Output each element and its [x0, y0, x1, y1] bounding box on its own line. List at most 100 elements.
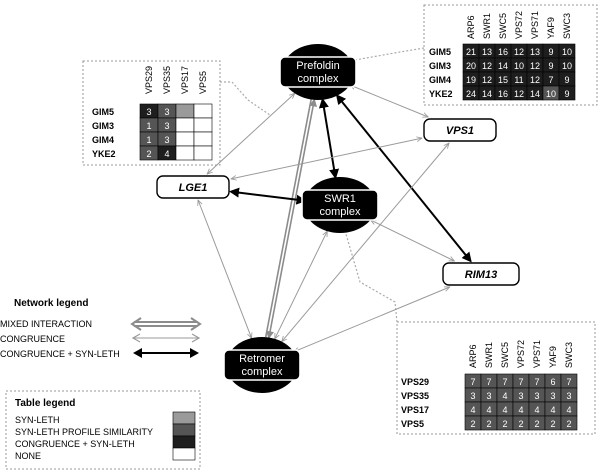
table-top-right-cell-value: 9 [548, 61, 553, 71]
node-vps1[interactable]: VPS1 [423, 118, 497, 142]
table-top-right-cell-value: 20 [466, 61, 476, 71]
table-top-left-col-header: VPS5 [198, 71, 208, 94]
edge-lge1-retromer [198, 200, 252, 338]
edge-vps1-retromer [282, 143, 449, 342]
table-bottom-right-cell-value: 4 [486, 405, 491, 415]
legend-line-congruence-synleth [133, 348, 199, 358]
table-bottom-right-cell-value: 4 [566, 405, 571, 415]
table-legend-swatch-congruence_synleth [172, 435, 196, 449]
table-top-right-col-header: SWC3 [562, 13, 572, 39]
node-lge1[interactable]: LGE1 [156, 175, 230, 199]
table-bottom-right-cell-value: 2 [566, 419, 571, 429]
table-legend-swatch-none [172, 447, 196, 461]
table-bottom-right-row-label: VPS17 [401, 405, 429, 415]
table-bottom-right-cell-value: 2 [486, 419, 491, 429]
node-retromer-label-1: complex [242, 366, 283, 378]
table-top-left-cell-value: 3 [164, 121, 169, 131]
table-bottom-right-cell-value: 3 [518, 391, 523, 401]
table-top-right-cell-value: 10 [546, 89, 556, 99]
node-rim13[interactable]: RIM13 [442, 262, 520, 286]
table-top-right-cell-value: 14 [498, 61, 508, 71]
table-bottom-right-col-header: YAF9 [548, 346, 558, 368]
connector-1 [354, 47, 425, 61]
table-top-right-col-header: SWC5 [498, 13, 508, 39]
table-top-left-cell [175, 117, 195, 133]
table-bottom-right-cell-value: 2 [502, 419, 507, 429]
table-bottom-right-cell-value: 2 [550, 419, 555, 429]
table-top-left-row-label: YKE2 [92, 149, 116, 159]
table-top-left-cell [193, 117, 213, 133]
edge-rim13-retromer [294, 287, 450, 352]
table-bottom-right-cell-value: 3 [486, 391, 491, 401]
table-top-left-row-label: GIM3 [92, 121, 114, 131]
table-top-right-cell-value: 16 [498, 47, 508, 57]
table-bottom-right-col-header: SWC5 [500, 342, 510, 368]
table-top-right-cell-value: 10 [562, 47, 572, 57]
node-retromer-label-0: Retromer [239, 353, 285, 365]
legend-line-congruence [131, 333, 201, 343]
table-top-left-cell-value: 1 [146, 121, 151, 131]
table-top-right-cell-value: 24 [466, 89, 476, 99]
table-top-right-col-header: SWR1 [482, 13, 492, 39]
legend-item-congruence: CONGRUENCE [0, 334, 65, 344]
table-top-right-cell-value: 9 [564, 89, 569, 99]
table-top-right-row-label: GIM3 [429, 61, 451, 71]
table-top-right-cell-value: 12 [530, 61, 540, 71]
table-top-left-row-label: GIM4 [92, 135, 114, 145]
node-swr1-label-1: complex [320, 206, 361, 218]
node-lge1-label: LGE1 [179, 182, 208, 194]
table-bottom-right-col-header: SWC3 [564, 342, 574, 368]
table-bottom-right-cell-value: 4 [518, 405, 523, 415]
table-top-right-cell-value: 13 [530, 47, 540, 57]
table-top-left-cell-value: 4 [164, 149, 169, 159]
table-top-right-row-label: GIM4 [429, 75, 451, 85]
edge-prefoldin-swr1 [318, 97, 340, 180]
table-top-right-cell-value: 12 [482, 75, 492, 85]
table-top-left-cell-value: 3 [146, 107, 151, 117]
table-top-left-col-header: VPS35 [162, 66, 172, 94]
table-legend: Table legend SYN-LETH SYN-LETH PROFILE S… [5, 390, 201, 470]
table-top-right-cell-value: 21 [466, 47, 476, 57]
table-legend-title: Table legend [15, 398, 75, 409]
table-top-left-col-header: VPS17 [180, 66, 190, 94]
table-bottom-right-cell-value: 7 [470, 377, 475, 387]
table-legend-swatch-synleth [172, 411, 196, 425]
edge-lge1-vps1 [231, 138, 422, 179]
table-legend-swatch-similarity [172, 423, 196, 437]
table-bottom-right-cell-value: 7 [566, 377, 571, 387]
table-bottom-right-cell-value: 3 [566, 391, 571, 401]
table-top-right-cell-value: 14 [482, 89, 492, 99]
table-top-left-cell-value: 3 [164, 107, 169, 117]
table-bottom-right-cell-value: 7 [534, 377, 539, 387]
table-top-right-cell-value: 12 [482, 61, 492, 71]
table-top-right-row-label: YKE2 [429, 89, 453, 99]
network-legend-title: Network legend [14, 298, 88, 309]
table-top-left-cell-value: 3 [164, 135, 169, 145]
table-top-left-cell [193, 145, 213, 161]
table-bottom-right-cell-value: 6 [550, 377, 555, 387]
table-legend-synleth: SYN-LETH [15, 415, 60, 425]
table-bottom-right-cell-value: 7 [486, 377, 491, 387]
table-bottom-right-cell-value: 3 [470, 391, 475, 401]
table-bottom-right-col-header: VPS71 [532, 340, 542, 368]
table-top-left-cell [193, 131, 213, 147]
table-bottom-right-frame [396, 321, 596, 435]
table-bottom-right-cell-value: 3 [550, 391, 555, 401]
node-swr1-label-0: SWR1 [324, 193, 356, 205]
node-prefoldin-label-1: complex [298, 73, 339, 85]
table-bottom-right-row-label: VPS5 [401, 419, 424, 429]
table-bottom-right-cell-value: 4 [534, 405, 539, 415]
table-top-left-cell-value: 2 [146, 149, 151, 159]
legend-item-mixed: MIXED INTERACTION [0, 319, 92, 329]
table-bottom-right-col-header: ARP6 [468, 344, 478, 368]
table-top-right-cell-value: 10 [514, 61, 524, 71]
table-bottom-right-row-label: VPS29 [401, 377, 429, 387]
table-bottom-right-cell-value: 2 [534, 419, 539, 429]
table-legend-similarity: SYN-LETH PROFILE SIMILARITY [15, 427, 153, 437]
node-rim13-label: RIM13 [465, 269, 497, 281]
